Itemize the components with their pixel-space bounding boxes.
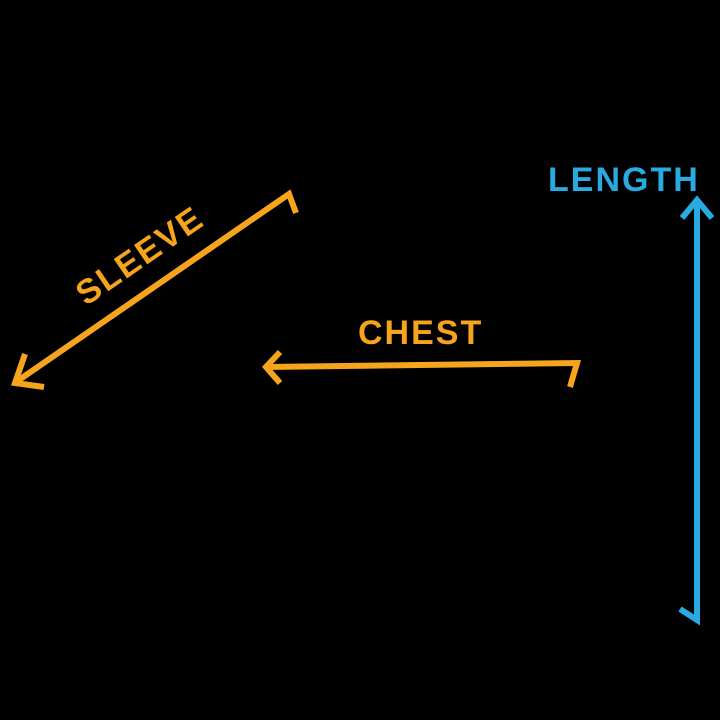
chest-arrowhead [261,349,283,385]
length-arrow-shaft [678,200,700,626]
length-arrowhead [679,195,715,220]
length-arrow [678,195,715,626]
chest-arrow [261,349,582,388]
chest-arrow-shaft [265,359,582,388]
sleeve-arrow-shaft [14,189,299,385]
length-label: LENGTH [548,161,700,199]
sleeve-arrow [10,189,299,390]
sleeve-arrowhead [10,353,45,390]
chest-label: CHEST [358,314,484,352]
